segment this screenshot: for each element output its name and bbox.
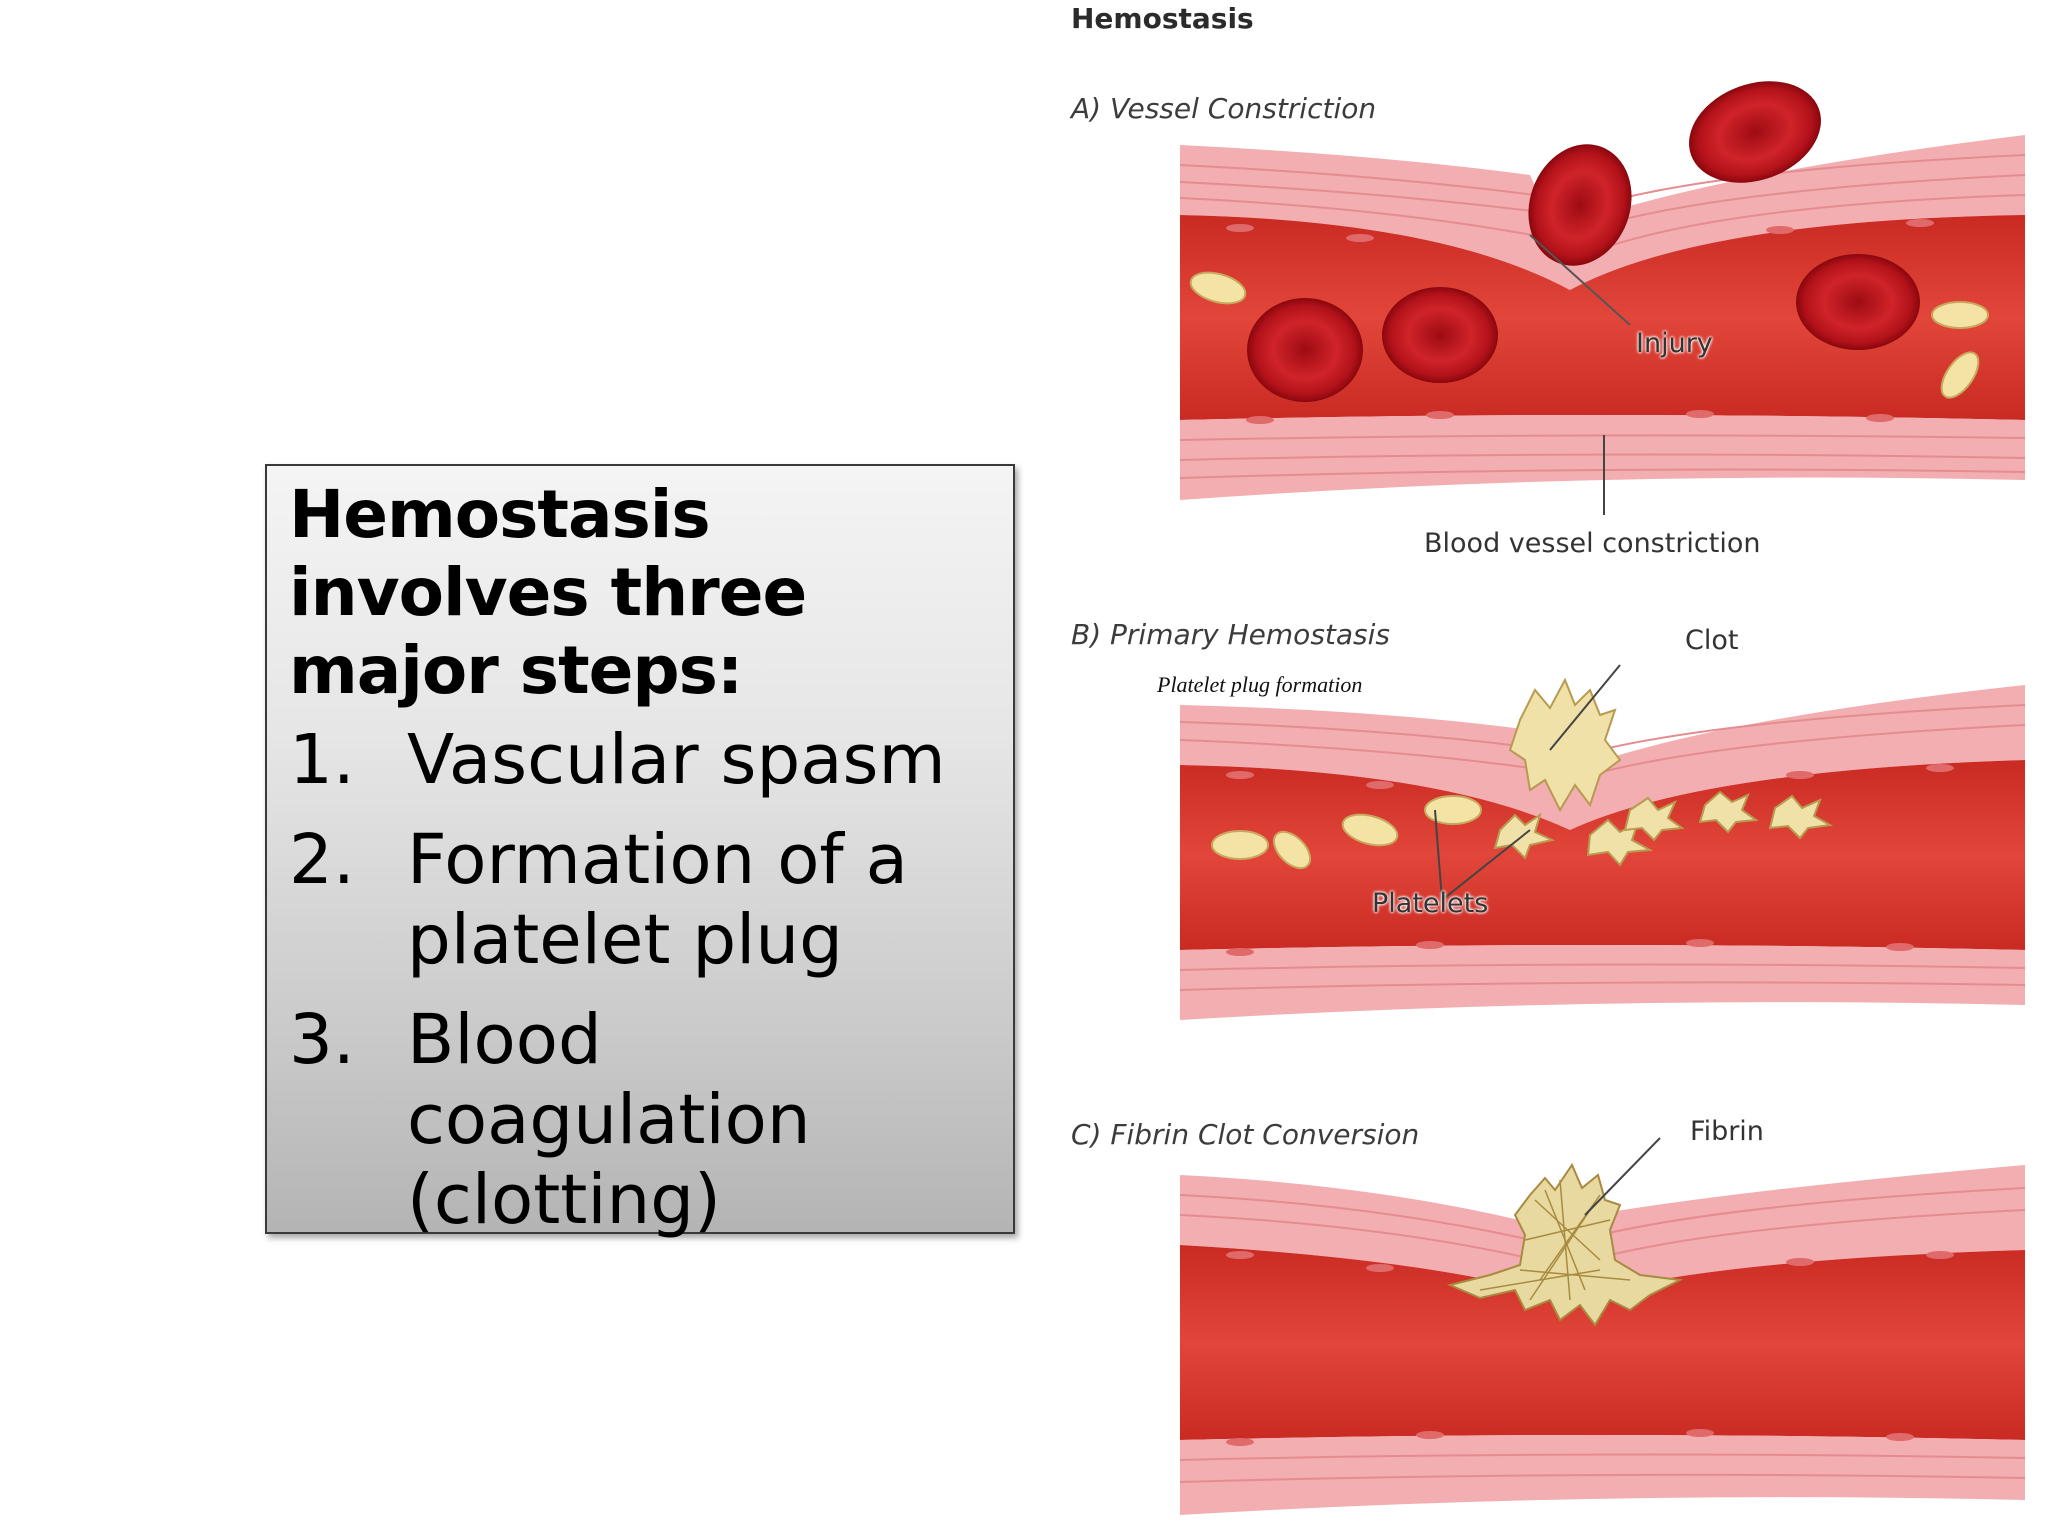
figure-title: Hemostasis — [1071, 2, 1254, 35]
step-number: 1. — [289, 720, 355, 800]
step-text: Formation of a platelet plug — [407, 820, 908, 980]
callout-fibrin: Fibrin — [1690, 1116, 1764, 1147]
step-text: Blood coagulation (clotting) — [407, 1000, 811, 1240]
fibrin-clot-illustration — [1179, 1137, 2026, 1515]
callout-clot: Clot — [1685, 625, 1739, 656]
callout-platelets: Platelets — [1372, 888, 1489, 919]
callout-injury: Injury — [1636, 328, 1713, 359]
step-text: Vascular spasm — [407, 720, 946, 800]
step-number: 2. — [289, 820, 355, 900]
callout-blood-vessel-constriction: Blood vessel constriction — [1424, 528, 1761, 559]
summary-textbox: Hemostasis involves three major steps: 1… — [265, 464, 1015, 1240]
vessel-constriction-illustration — [1179, 81, 2026, 515]
summary-heading: Hemostasis involves three major steps: — [289, 476, 807, 709]
panel-a-label: A) Vessel Constriction — [1071, 92, 1377, 125]
primary-hemostasis-illustration — [1179, 664, 2026, 1020]
step-item: 2. Formation of a platelet plug — [289, 820, 993, 980]
step-item: 3. Blood coagulation (clotting) — [289, 1000, 993, 1240]
steps-list: 1. Vascular spasm 2. Formation of a plat… — [289, 720, 993, 1240]
panel-c-label: C) Fibrin Clot Conversion — [1071, 1118, 1420, 1151]
step-number: 3. — [289, 1000, 355, 1080]
panel-b-label: B) Primary Hemostasis — [1071, 618, 1390, 651]
step-item: 1. Vascular spasm — [289, 720, 993, 800]
platelet-plug-note: Platelet plug formation — [1157, 672, 1363, 697]
